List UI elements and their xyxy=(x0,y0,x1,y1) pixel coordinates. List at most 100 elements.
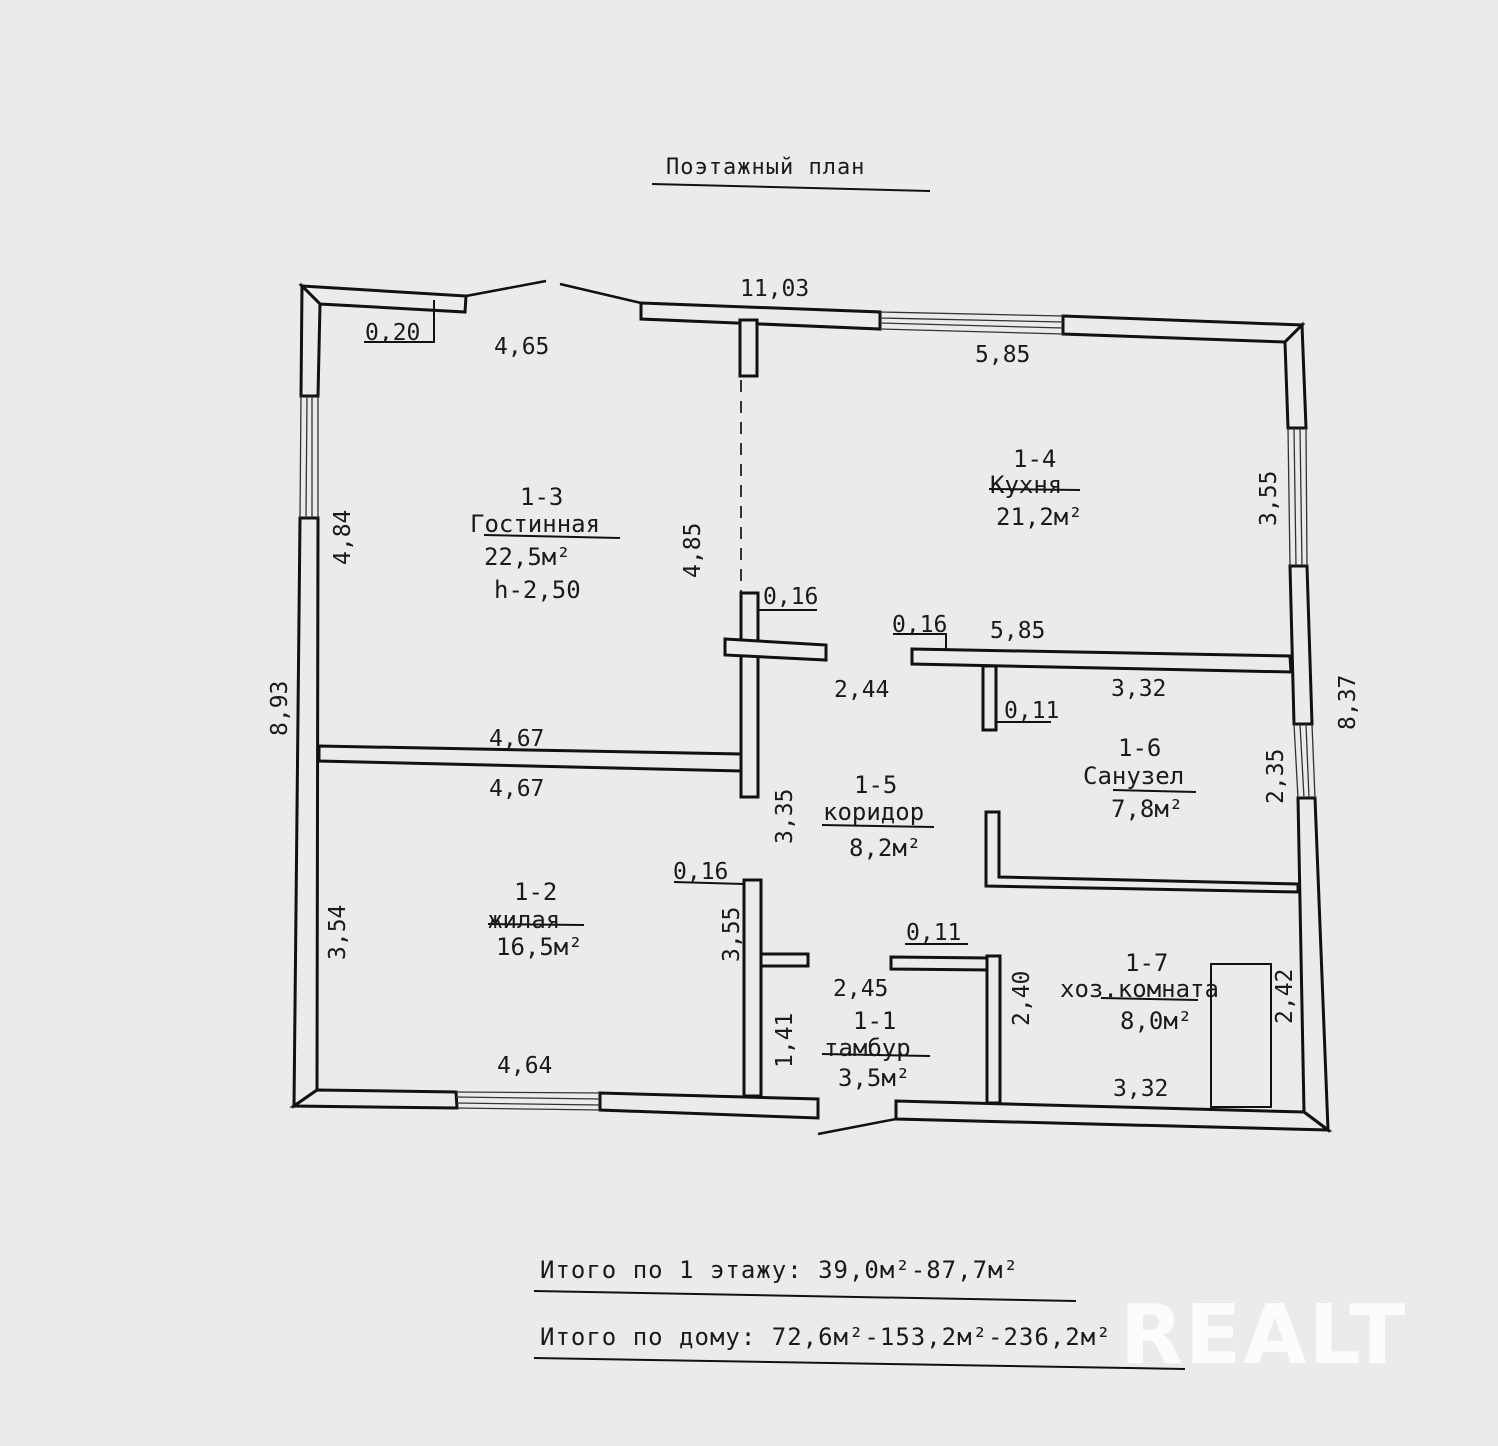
room-number: 1-4 xyxy=(1013,445,1056,473)
wall-right-upper xyxy=(1283,321,1308,430)
room-bedroom: 1-2 жилая 16,5м² xyxy=(488,878,583,961)
plan-title: Поэтажный план xyxy=(666,155,865,180)
wall-top-right xyxy=(1061,314,1306,344)
dim-bedroom-partition: 0,16 xyxy=(673,859,728,885)
dim-bath-width-top: 3,32 xyxy=(1111,676,1166,702)
wall-vestibule-stub xyxy=(759,952,810,968)
room-area: 22,5м² xyxy=(484,543,571,571)
room-area: 16,5м² xyxy=(496,933,583,961)
dim-top-wall-thickness: 0,20 xyxy=(365,320,420,346)
wall-bottom-right xyxy=(894,1099,1333,1132)
interior-walls xyxy=(317,318,1300,1108)
dim-top-total: 11,03 xyxy=(740,276,809,302)
room-area: 8,0м² xyxy=(1120,1007,1192,1035)
dim-vest-partition: 0,11 xyxy=(906,920,961,946)
total-house-underline xyxy=(533,1357,1186,1370)
wall-bottom-left xyxy=(289,1088,459,1110)
vestibule-door-leaf xyxy=(817,1117,897,1136)
wall-top-middle xyxy=(639,301,882,331)
room-name: хоз.комната xyxy=(1060,975,1219,1003)
wall-kitchen-bathroom xyxy=(910,647,1293,674)
wall-vestibule-utility xyxy=(985,954,1002,1105)
dim-living-width-top: 4,65 xyxy=(494,334,549,360)
window-bottom-bedroom xyxy=(455,1091,601,1111)
room-number: 1-3 xyxy=(520,483,563,511)
room-number: 1-2 xyxy=(514,878,557,906)
room-kitchen: 1-4 Кухня 21,2м² xyxy=(990,445,1083,531)
doors xyxy=(465,279,897,1136)
utility-closet xyxy=(1210,963,1272,1108)
room-name: Санузел xyxy=(1083,762,1184,790)
room-name: тамбур xyxy=(824,1034,911,1062)
dim-vest-width: 2,45 xyxy=(833,976,888,1002)
room-number: 1-6 xyxy=(1118,734,1161,762)
window-right-kitchen xyxy=(1287,427,1308,567)
entrance-door-right-leaf xyxy=(559,282,642,305)
exterior-walls xyxy=(289,282,1333,1134)
dim-bedroom-height-right: 3,55 xyxy=(719,907,745,962)
dim-kitchen-width-bottom: 5,85 xyxy=(990,618,1045,644)
room-living: 1-3 Гостинная 22,5м² h-2,50 xyxy=(470,483,600,604)
dim-utility-height: 2,42 xyxy=(1272,969,1298,1024)
room-area: 7,8м² xyxy=(1111,795,1183,823)
room-corridor: 1-5 коридор 8,2м² xyxy=(823,771,924,862)
wall-bath-stub xyxy=(981,664,998,732)
room-utility: 1-7 хоз.комната 8,0м² xyxy=(1060,949,1219,1035)
dim-left-total: 8,93 xyxy=(267,681,293,736)
dim-corridor-length: 3,35 xyxy=(772,789,798,844)
wall-cross-arm xyxy=(723,637,828,662)
wall-left-upper xyxy=(299,282,322,398)
room-name: коридор xyxy=(823,798,924,826)
dim-bedroom-width-bottom: 4,64 xyxy=(497,1053,552,1079)
dim-living-height-right: 4,85 xyxy=(680,523,706,578)
room-name: жилая xyxy=(488,906,560,934)
dim-bath-partition: 0,11 xyxy=(1004,698,1059,724)
wall-top-left xyxy=(298,284,468,314)
wall-living-bedroom xyxy=(317,744,743,773)
dim-vest-door-side: 1,41 xyxy=(772,1013,798,1068)
window-top-kitchen xyxy=(879,311,1064,335)
wall-bottom-middle xyxy=(598,1091,820,1120)
dim-bath-height: 2,35 xyxy=(1263,749,1289,804)
realt-watermark-logo: REALT xyxy=(1120,1288,1407,1383)
dim-living-height-left: 4,84 xyxy=(330,510,356,565)
wall-central-column xyxy=(739,591,760,799)
thickness-markers xyxy=(364,300,1199,1057)
entrance-door-left-leaf xyxy=(465,279,547,298)
total-first-floor: Итого по 1 этажу: 39,0м²-87,7м² xyxy=(540,1256,1019,1284)
dim-living-width-bottom: 4,67 xyxy=(489,726,544,752)
wall-right-lower xyxy=(1296,796,1330,1134)
dim-bedroom-height-left: 3,54 xyxy=(325,905,351,960)
room-area: 21,2м² xyxy=(996,503,1083,531)
room-height: h-2,50 xyxy=(494,576,581,604)
dim-vest-height: 2,40 xyxy=(1009,971,1035,1026)
wall-kitchen-living-stub xyxy=(738,318,759,378)
dimension-labels: 11,03 0,20 4,65 5,85 8,93 4,84 4,85 3,55… xyxy=(267,276,1361,1102)
total-house: Итого по дому: 72,6м²-153,2м²-236,2м² xyxy=(540,1323,1112,1351)
title-underline xyxy=(651,183,931,192)
wall-vestibule-top xyxy=(889,955,992,972)
wall-right-middle xyxy=(1288,564,1314,726)
dim-kitchen-width-top: 5,85 xyxy=(975,342,1030,368)
dim-kitchen-height: 3,55 xyxy=(1256,471,1282,526)
dim-partition-thickness-b: 0,16 xyxy=(892,612,947,638)
wall-bedroom-vestibule xyxy=(742,878,763,1098)
window-left-living xyxy=(299,395,319,519)
room-bathroom: 1-6 Санузел 7,8м² xyxy=(1083,734,1184,823)
room-name: Кухня xyxy=(990,471,1062,499)
room-vestibule: 1-1 тамбур 3,5м² xyxy=(824,1007,911,1092)
dim-utility-width: 3,32 xyxy=(1113,1076,1168,1102)
room-area: 3,5м² xyxy=(838,1064,910,1092)
room-area: 8,2м² xyxy=(849,834,921,862)
dim-right-total: 8,37 xyxy=(1335,675,1361,730)
total-first-floor-underline xyxy=(533,1290,1077,1302)
dim-corridor-width: 2,44 xyxy=(834,677,889,703)
window-right-bathroom xyxy=(1293,723,1316,799)
room-number: 1-5 xyxy=(854,771,897,799)
wall-bath-utility xyxy=(984,810,1300,894)
dim-bedroom-width-top: 4,67 xyxy=(489,776,544,802)
windows xyxy=(299,311,1316,1111)
room-name: Гостинная xyxy=(470,510,600,538)
